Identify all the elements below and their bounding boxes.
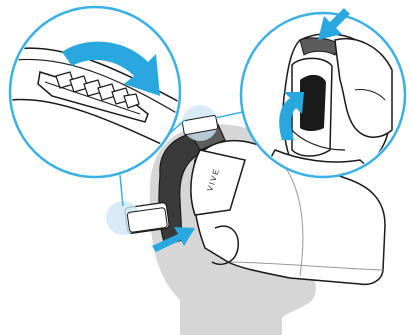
right-callout [241, 8, 405, 178]
left-callout [10, 7, 185, 177]
connector-slot [300, 75, 326, 131]
